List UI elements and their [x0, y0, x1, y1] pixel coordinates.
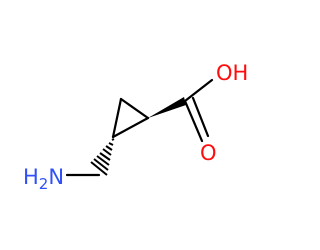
amine-subscript: 2 — [39, 175, 49, 193]
hash-bond — [90, 138, 115, 176]
double-bond-c-o — [183, 96, 210, 143]
cyclopropane-ring — [111, 97, 150, 139]
amine-nitrogen: N — [48, 165, 64, 189]
ring-bond-top — [119, 97, 150, 120]
wedge-bond — [148, 97, 186, 118]
ring-bond-bottom — [111, 116, 150, 139]
amine-label: H2N — [23, 165, 64, 193]
molecule-structure: OH O H2N — [23, 61, 248, 193]
ring-bond-left — [111, 97, 123, 139]
bond-c-oh — [183, 78, 214, 103]
hydroxyl-label: OH — [216, 61, 248, 85]
amine-hydrogen: H — [23, 165, 39, 189]
carbonyl-oxygen-label: O — [200, 141, 217, 165]
